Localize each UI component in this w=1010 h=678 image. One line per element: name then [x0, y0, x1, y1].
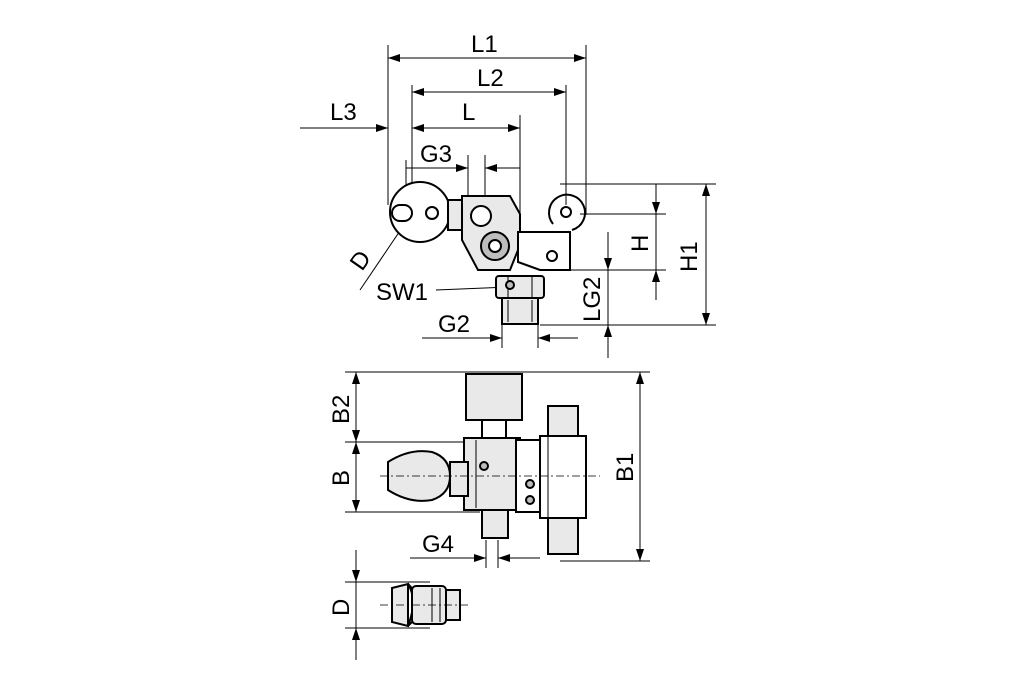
dim-B-label: B — [328, 470, 355, 486]
dim-SW1-label: SW1 — [376, 279, 428, 306]
dim-D-detail-label: D — [328, 599, 355, 616]
dim-L2-label: L2 — [477, 65, 504, 92]
dim-D-label: D — [345, 246, 377, 276]
dim-G2-label: G2 — [438, 311, 470, 338]
dim-L-label: L — [462, 99, 475, 126]
dim-B1-label: B1 — [612, 453, 639, 482]
dim-H-label: H — [627, 235, 654, 252]
detail-part-shape — [380, 582, 470, 628]
dim-LG2-label: LG2 — [579, 277, 606, 322]
dim-G3-label: G3 — [420, 141, 452, 168]
dim-H1-label: H1 — [676, 241, 703, 272]
dim-L3-label: L3 — [330, 99, 357, 126]
side-view: B2 B B1 G4 — [328, 371, 650, 568]
dim-L1-label: L1 — [471, 31, 498, 58]
front-view: L1 L2 L3 L G3 H H1 LG2 G2 — [300, 31, 716, 358]
fitting-front-shape — [389, 181, 587, 325]
fitting-side-shape — [380, 373, 600, 555]
detail-view: D — [328, 550, 470, 660]
dim-G4-label: G4 — [422, 531, 454, 558]
dim-B2-label: B2 — [328, 395, 355, 424]
